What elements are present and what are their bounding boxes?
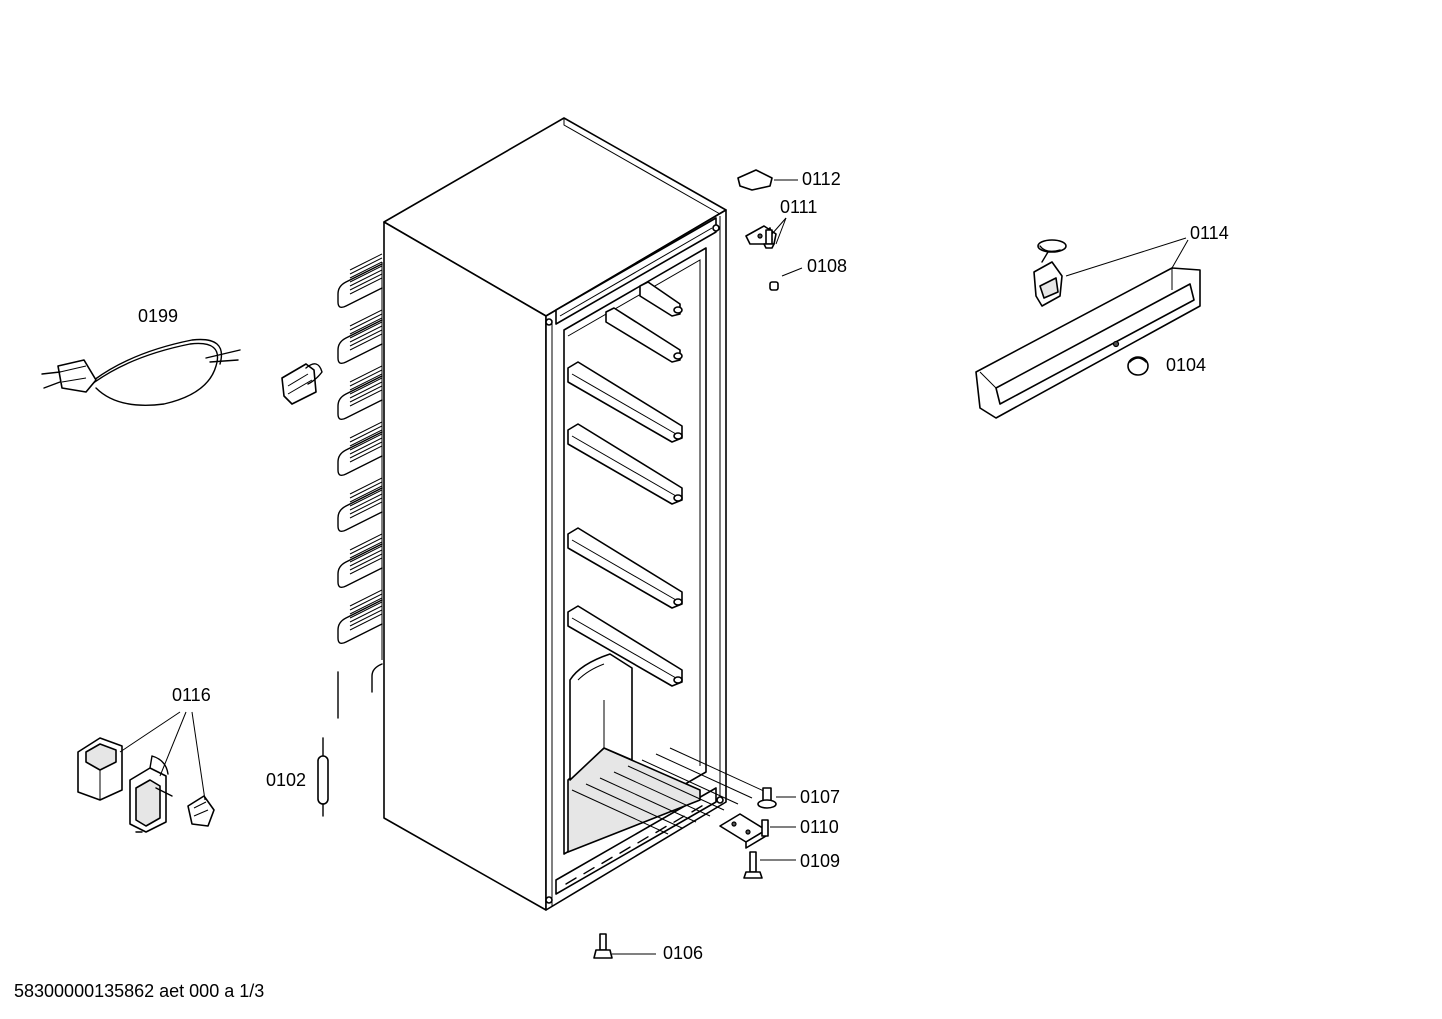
label-0109: 0109 <box>800 851 840 871</box>
label-0199: 0199 <box>138 306 178 326</box>
bottom-hinge: 0110 <box>719 813 839 849</box>
cabinet <box>383 117 767 911</box>
condenser-coil <box>337 253 383 719</box>
label-0108: 0108 <box>807 256 847 276</box>
label-0110: 0110 <box>800 817 839 837</box>
filter-drier: 0102 <box>266 737 329 817</box>
cover-cap: 0112 <box>737 169 841 191</box>
shelf-rail <box>567 423 683 505</box>
document-id: 58300000135862 aet 000 a 1/3 <box>14 981 264 1001</box>
shelf-rail <box>605 307 683 363</box>
power-cord: 0199 <box>41 306 241 406</box>
relay-kit: 0116 <box>77 685 215 833</box>
label-0112: 0112 <box>802 169 841 189</box>
control-panel: 0104 0114 <box>975 223 1229 419</box>
top-hinge: 0111 0108 <box>745 197 847 291</box>
adjustable-foot: 0106 <box>593 933 703 963</box>
shelf-rail <box>567 605 683 687</box>
adjustable-foot-hinge: 0109 <box>743 851 840 879</box>
condenser-bracket <box>281 363 323 405</box>
label-0104: 0104 <box>1166 355 1206 375</box>
shelf-rail <box>567 361 683 443</box>
shelf-rail <box>567 527 683 609</box>
label-0111: 0111 <box>780 197 817 217</box>
label-0116: 0116 <box>172 685 211 705</box>
label-0106: 0106 <box>663 943 703 963</box>
label-0102: 0102 <box>266 770 306 790</box>
shelf-rail <box>639 281 683 317</box>
label-0107: 0107 <box>800 787 840 807</box>
hinge-pin-top: 0107 <box>757 787 840 809</box>
label-0114: 0114 <box>1190 223 1229 243</box>
